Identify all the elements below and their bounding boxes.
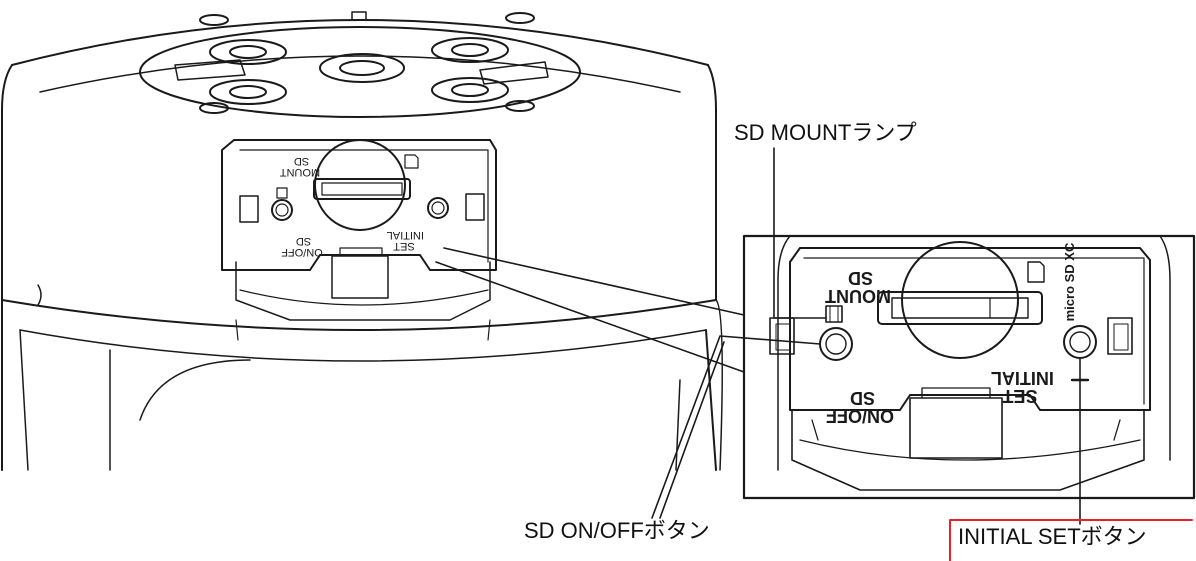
screw-hole xyxy=(431,37,509,63)
initial-set-highlight-bracket xyxy=(949,519,1193,561)
inset-frame xyxy=(742,234,1196,500)
camera-lower-band xyxy=(1,299,717,331)
panel-initial-set-small: INITIAL SET xyxy=(384,229,424,252)
sd-panel-large xyxy=(769,235,1171,491)
zoom-lines xyxy=(435,247,745,373)
sd-mount-lamp xyxy=(825,305,843,323)
initial-set-button-small xyxy=(427,197,449,219)
panel-sd-onoff-small: SD ON/OFF xyxy=(281,235,323,258)
leader-sd-onoff xyxy=(651,335,821,519)
sd-mount-lamp-small xyxy=(276,187,288,199)
camera-top-rim xyxy=(11,19,709,66)
initial-set-button xyxy=(1063,325,1097,359)
camera-body xyxy=(1,19,723,471)
sd-onoff-button-label: SD ON/OFFボタン xyxy=(524,518,710,543)
sd-onoff-button xyxy=(819,327,853,361)
sd-panel-small xyxy=(221,139,497,341)
sd-onoff-button-small xyxy=(271,199,293,221)
screw-hole xyxy=(209,39,287,65)
mounting-plate xyxy=(139,11,581,118)
panel-sd-mount: SD MOUNT xyxy=(825,268,891,306)
lens-window xyxy=(109,349,681,471)
screw-hole xyxy=(209,79,287,105)
leader-lines xyxy=(651,147,1081,525)
micro-sd-logo: micro SD XC xyxy=(1062,242,1077,321)
sd-mount-lamp-label: SD MOUNTランプ xyxy=(734,120,917,145)
leader-sd-mount xyxy=(773,147,827,319)
panel-sd-onoff: SD ON/OFF xyxy=(826,388,894,426)
panel-sd-mount-small: SD MOUNT xyxy=(280,155,321,178)
screw-hole xyxy=(431,77,509,103)
panel-initial-set: INITIAL SET xyxy=(986,368,1054,406)
initial-set-button-label: INITIAL SETボタン xyxy=(958,524,1147,549)
